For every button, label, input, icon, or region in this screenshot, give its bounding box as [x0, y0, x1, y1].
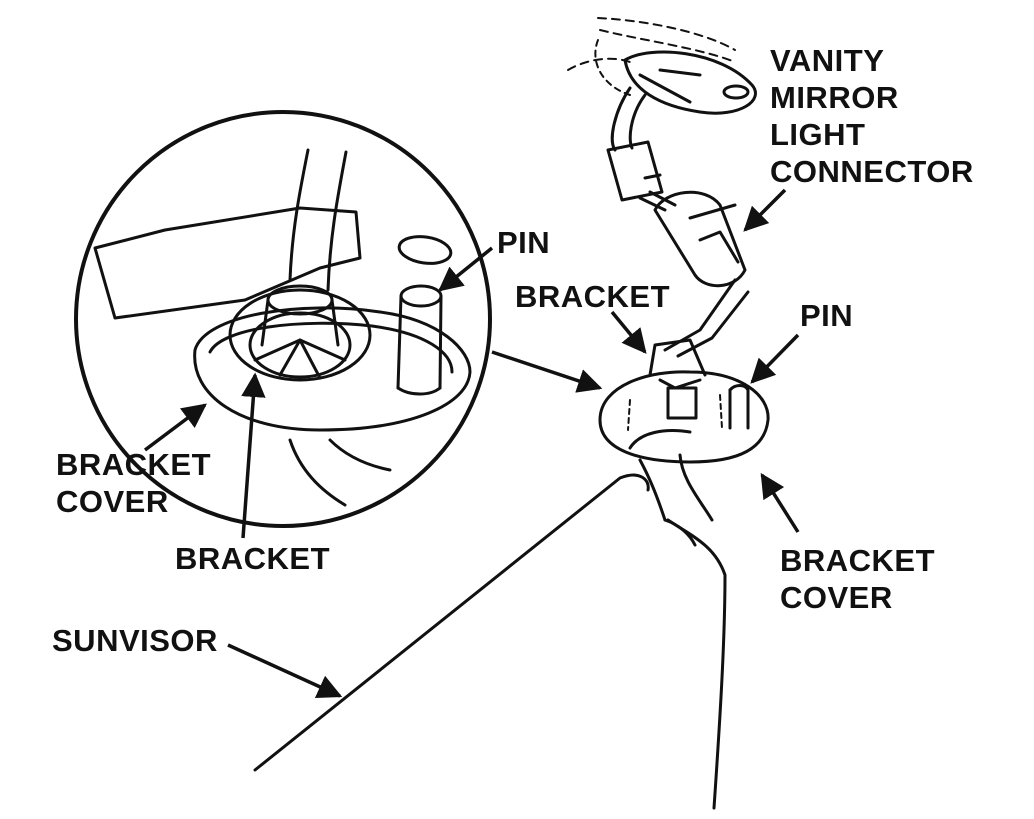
arrow-bracket-cover-detail — [143, 403, 207, 452]
arrow-vanity-connector — [743, 188, 787, 232]
arrow-sunvisor — [227, 643, 343, 699]
leader-arrows — [143, 188, 800, 699]
detail-view — [93, 148, 472, 507]
vanity-mirror-light-connector-label: VANITY MIRROR LIGHT CONNECTOR — [770, 42, 974, 190]
arrow-bracket-detail — [241, 372, 266, 539]
bracket-detail-label: BRACKET — [175, 541, 331, 576]
arrow-detail-to-main — [491, 350, 603, 393]
label-line: BRACKET — [780, 543, 936, 578]
bracket-main-label: BRACKET — [515, 279, 671, 314]
pin-main-label: PIN — [800, 298, 854, 333]
label-line: COVER — [56, 484, 169, 519]
bracket-cover-detail-label: BRACKET COVER — [56, 446, 211, 520]
label-line: COVER — [780, 580, 893, 615]
pin-detail-label: PIN — [497, 225, 551, 260]
arrow-bracket-cover-main — [760, 472, 800, 533]
bracket-cover-main-label: BRACKET COVER — [780, 542, 935, 616]
label-line: MIRROR — [770, 80, 899, 115]
label-line: VANITY — [770, 43, 885, 78]
arrow-bracket-main — [610, 310, 647, 354]
label-line: CONNECTOR — [770, 154, 974, 189]
label-line: BRACKET — [56, 447, 212, 482]
main-view — [253, 17, 770, 810]
sunvisor-label: SUNVISOR — [52, 623, 218, 658]
arrow-pin-main — [750, 333, 800, 384]
label-line: LIGHT — [770, 117, 866, 152]
arrow-pin-detail — [438, 246, 494, 292]
